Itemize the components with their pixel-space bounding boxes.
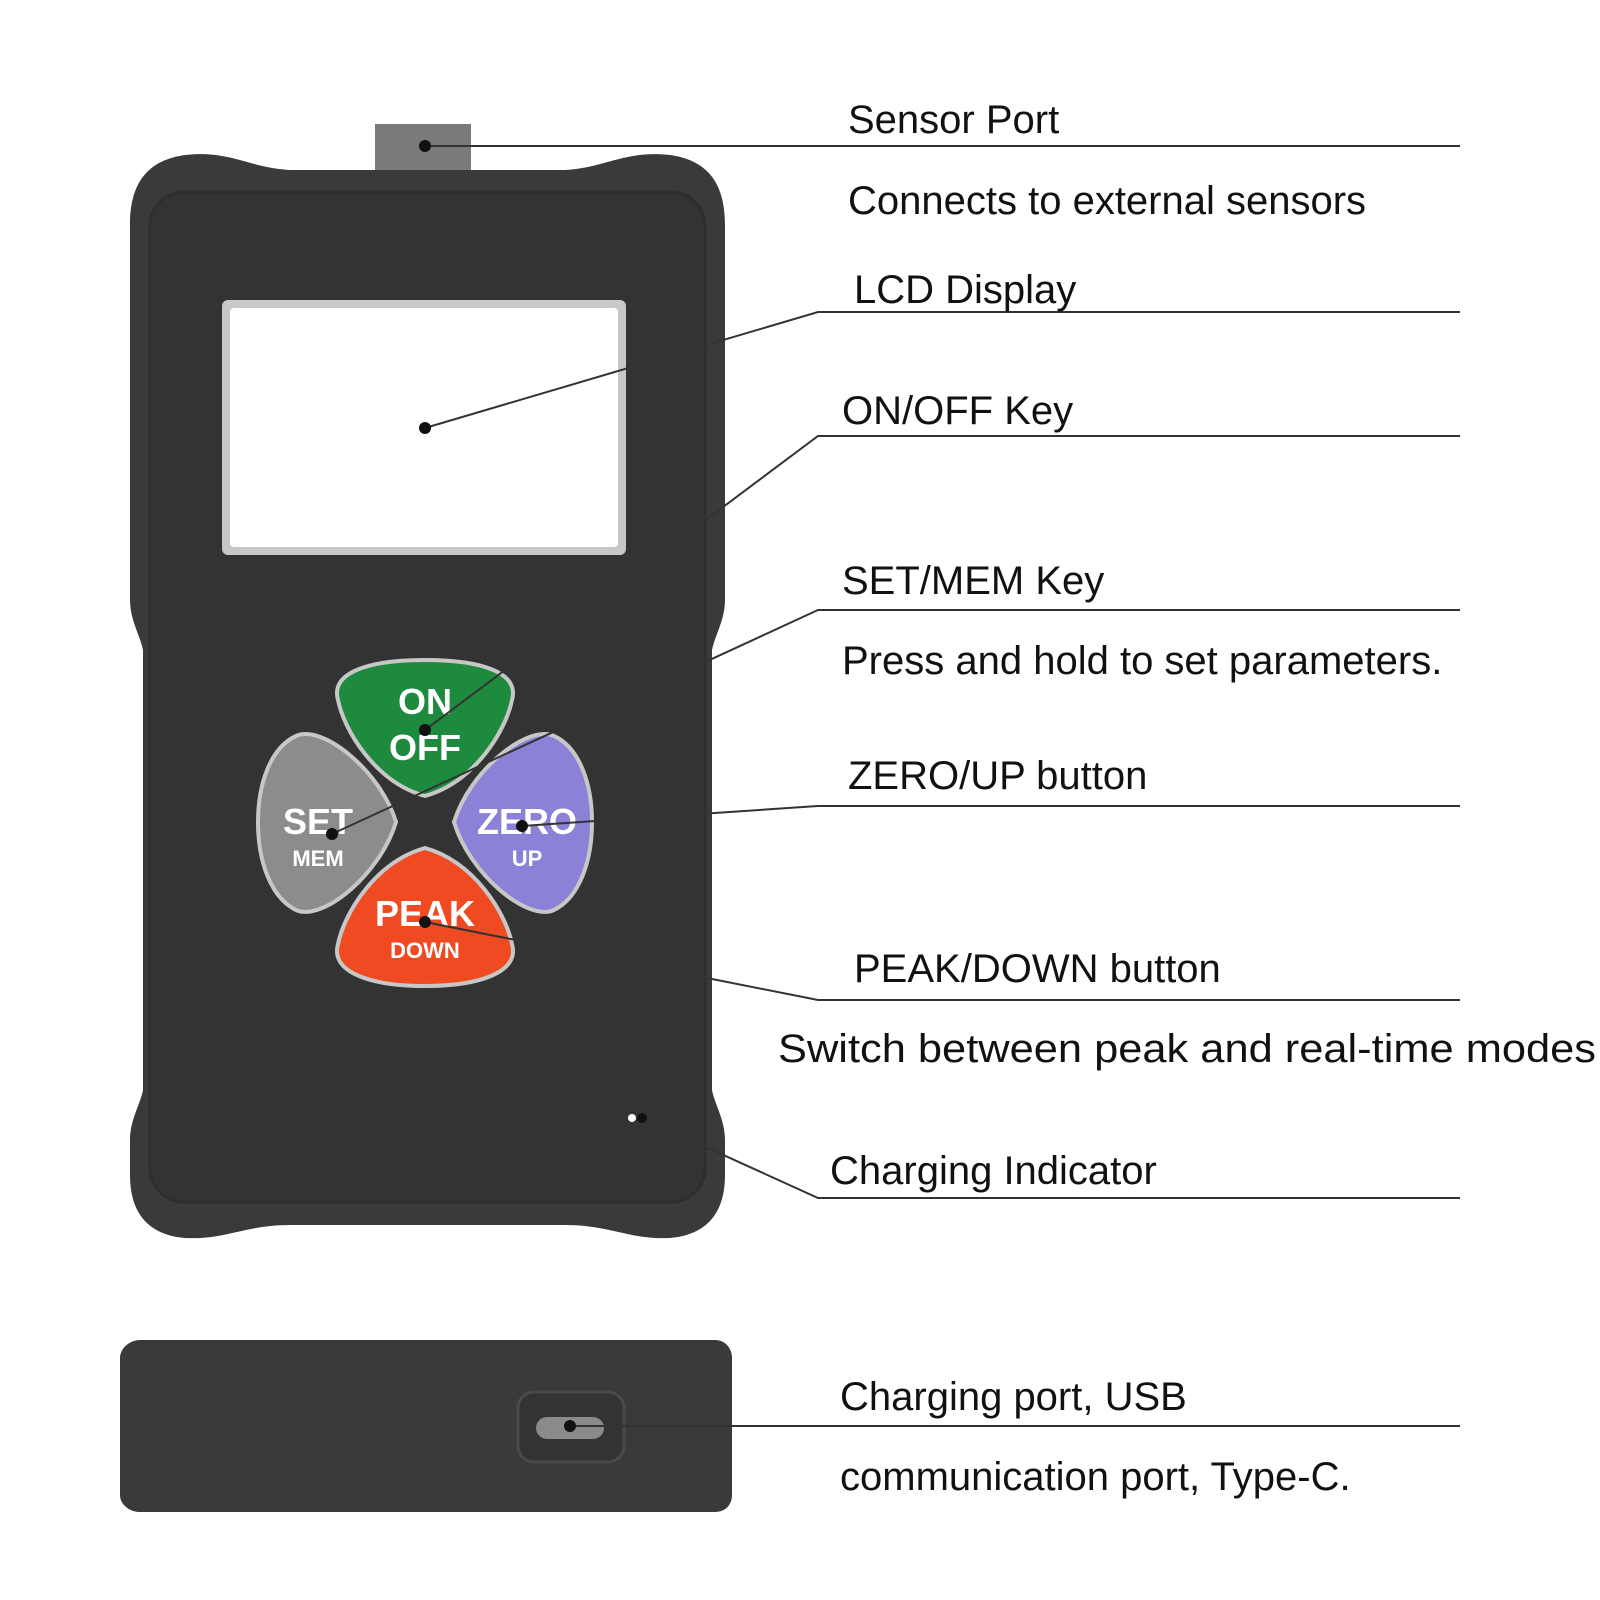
charging-indicator-title: Charging Indicator	[830, 1149, 1157, 1193]
down-key-label: DOWN	[390, 938, 460, 963]
sensor-port-desc: Connects to external sensors	[848, 179, 1366, 223]
leader-charging-indicator	[641, 1117, 1460, 1199]
leader-dots	[326, 140, 647, 1432]
leader-on-off-key	[424, 435, 1460, 731]
leader-zero-up-key	[521, 805, 1460, 827]
charging-port-title: Charging port, USB	[840, 1375, 1187, 1419]
set-mem-key[interactable]: SET MEM	[255, 732, 399, 914]
sensor-port-title: Sensor Port	[848, 98, 1059, 142]
peak-down-button-desc: Switch between peak and real-time modes	[778, 1027, 1596, 1071]
set-key-label: SET	[283, 801, 353, 842]
on-key-label: ON	[398, 681, 452, 722]
leader-set-mem-key	[331, 609, 1460, 835]
charging-port-desc: communication port, Type-C.	[840, 1455, 1351, 1499]
mem-key-label: MEM	[292, 846, 343, 871]
charging-indicator-led	[628, 1114, 636, 1122]
zero-up-button-title: ZERO/UP button	[848, 754, 1147, 798]
peak-down-button-title: PEAK/DOWN button	[854, 947, 1221, 991]
leader-lcd-display	[424, 311, 1460, 429]
lcd-display-title: LCD Display	[854, 268, 1076, 312]
on-off-key-title: ON/OFF Key	[842, 389, 1073, 433]
zero-key-label: ZERO	[477, 801, 577, 842]
set-mem-key-title: SET/MEM Key	[842, 559, 1104, 603]
callouts: Sensor Port Connects to external sensors…	[778, 98, 1596, 1499]
leader-peak-down-key	[424, 921, 1460, 1001]
set-mem-key-desc: Press and hold to set parameters.	[842, 639, 1442, 683]
leader-lines	[331, 145, 1460, 1427]
up-key-label: UP	[512, 846, 543, 871]
